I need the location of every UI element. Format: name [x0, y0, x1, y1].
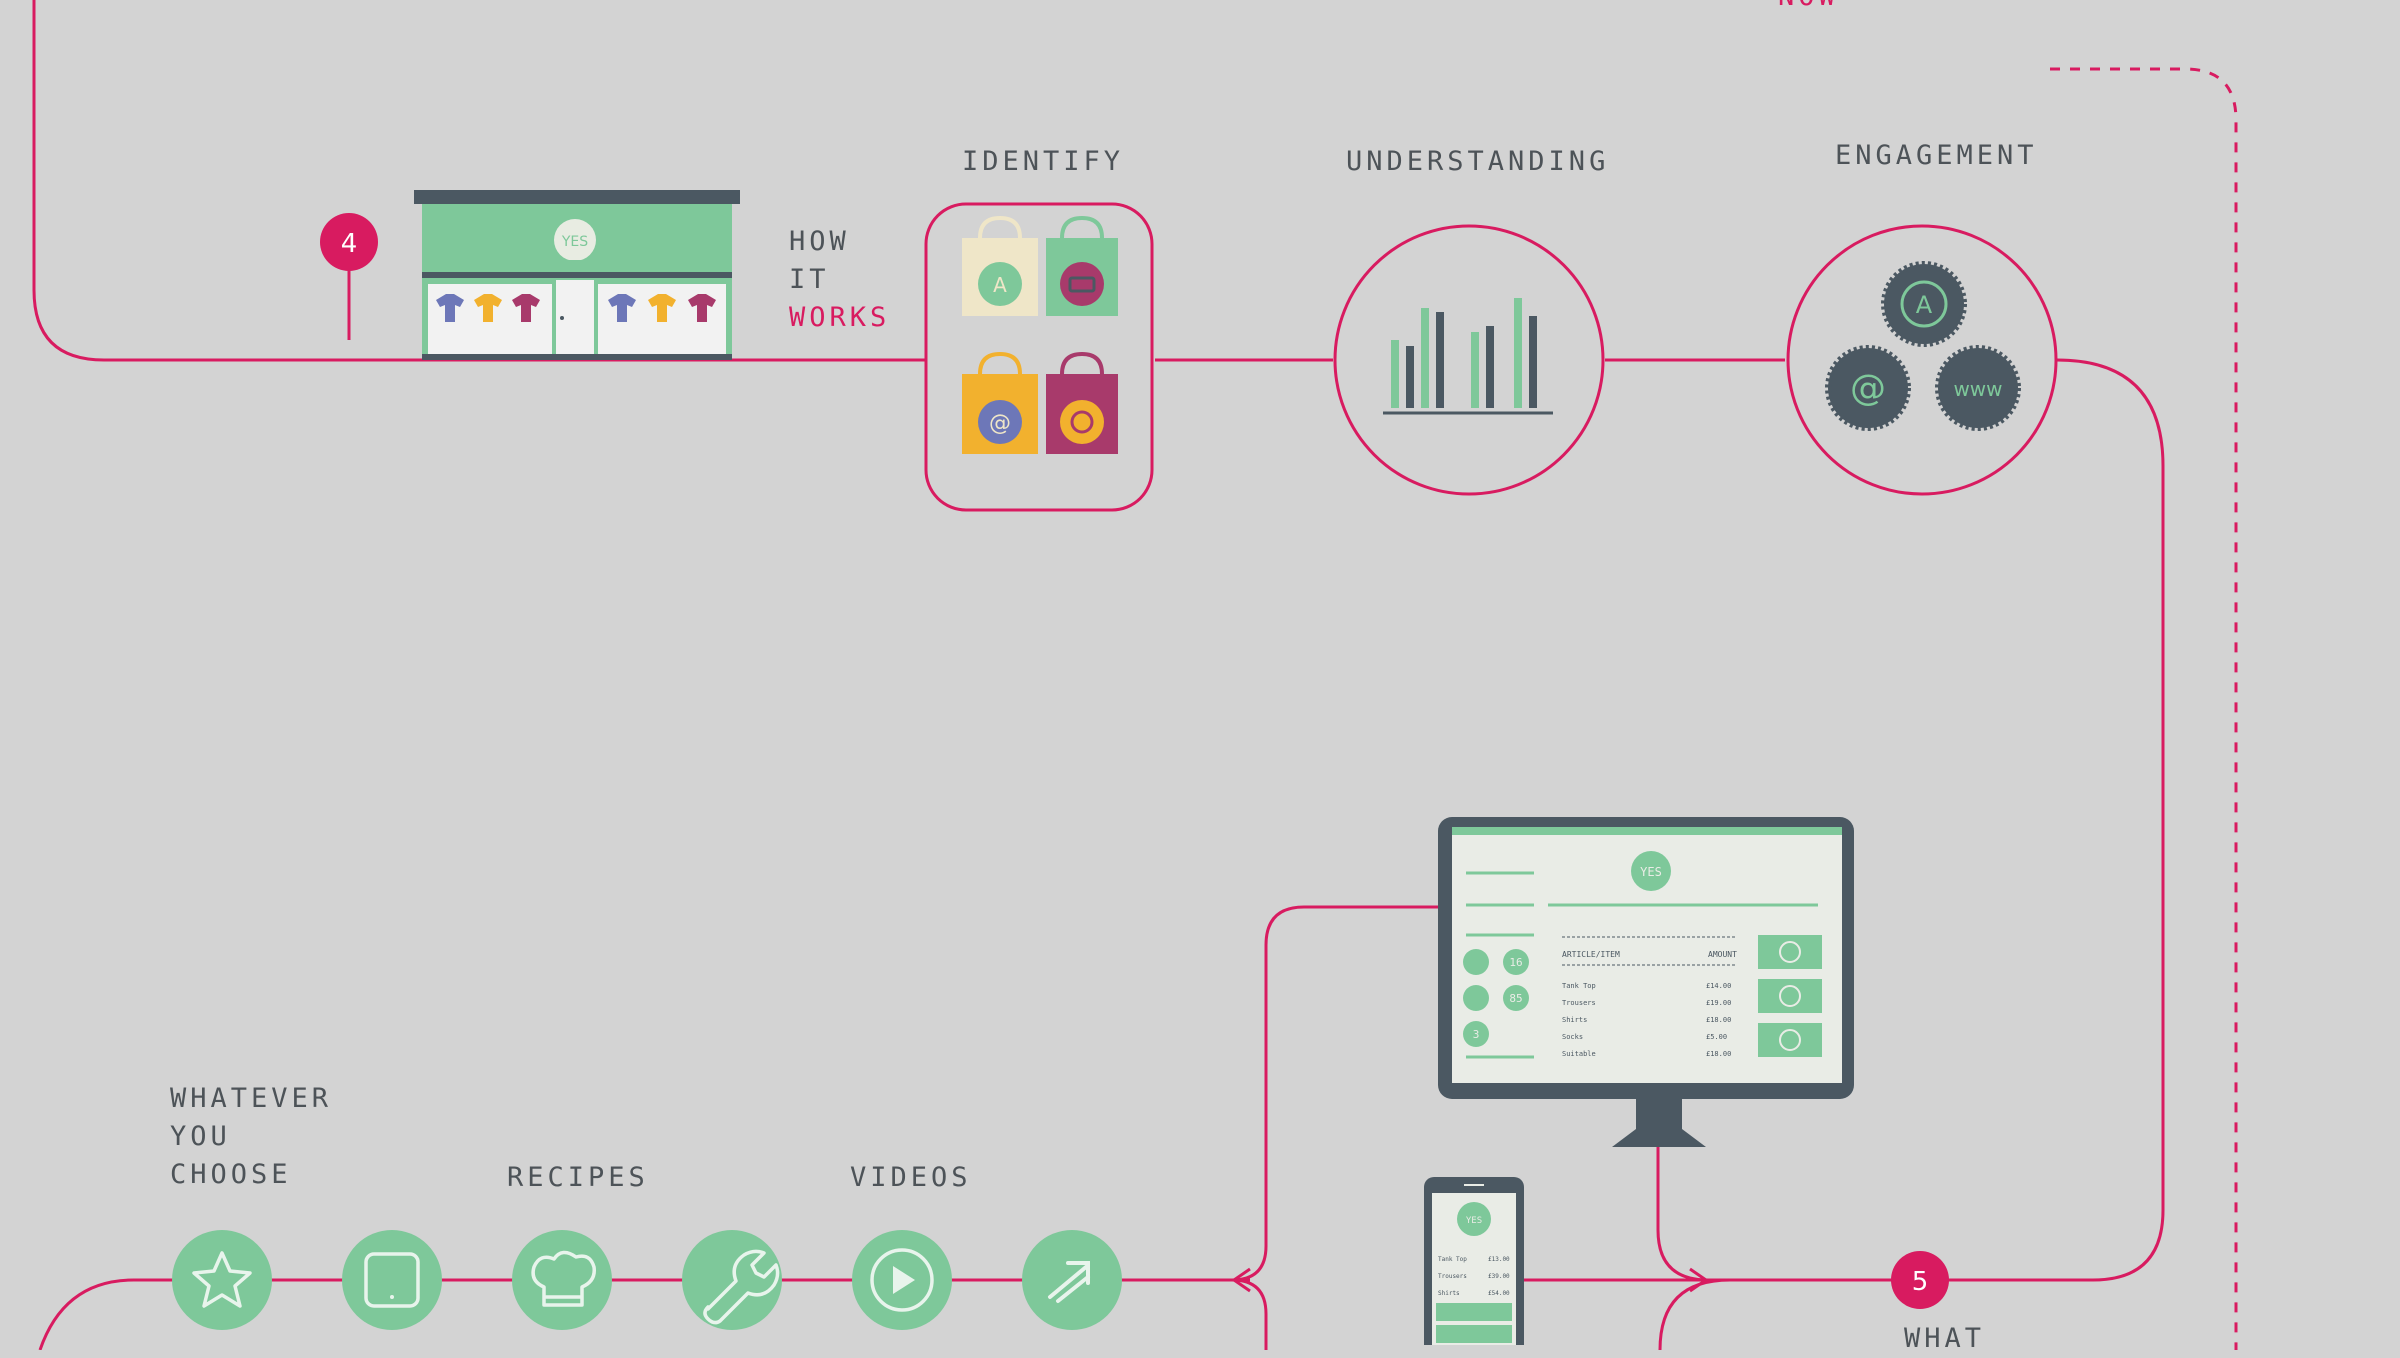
svg-text:A: A: [993, 273, 1007, 297]
wrench-icon: [682, 1230, 782, 1330]
understanding-label: UNDERSTANDING: [1346, 146, 1610, 177]
svg-text:@: @: [1850, 368, 1886, 409]
engagement-label: ENGAGEMENT: [1835, 140, 2038, 171]
tshirt-icons-left: [436, 294, 540, 322]
svg-text:Shirts: Shirts: [1438, 1290, 1460, 1297]
svg-text:ARTICLE/ITEM: ARTICLE/ITEM: [1562, 950, 1620, 959]
top-right-fragment-label: NOW: [1778, 0, 1839, 16]
svg-text:Socks: Socks: [1562, 1033, 1583, 1041]
engagement-node: A @ www: [1786, 224, 2058, 496]
svg-text:@: @: [989, 411, 1011, 436]
svg-text:YES: YES: [1466, 1216, 1482, 1226]
understanding-node: [1333, 224, 1605, 496]
route-line-bottom: [38, 1278, 1250, 1350]
arrow-icon: [1022, 1230, 1122, 1330]
bar-chart-icon: [1383, 298, 1553, 415]
svg-text:3: 3: [1473, 1028, 1480, 1041]
identify-node: A @: [924, 202, 1154, 512]
recipes-label: RECIPES: [507, 1162, 649, 1193]
svg-text:85: 85: [1509, 992, 1522, 1005]
whatever-line-1: WHATEVER: [170, 1083, 333, 1114]
route-line-arrow-head: [1689, 1267, 1709, 1293]
svg-text:£18.00: £18.00: [1706, 1016, 1731, 1024]
play-icon: [852, 1230, 952, 1330]
store-sign-text: YES: [561, 234, 588, 250]
step-4-number: 4: [341, 229, 358, 259]
store-icon: YES: [414, 190, 740, 360]
svg-text:www: www: [1953, 377, 2002, 401]
svg-text:Suitable: Suitable: [1562, 1050, 1596, 1058]
shopping-bags-icon: A @: [962, 215, 1118, 454]
videos-label: VIDEOS: [850, 1162, 972, 1193]
svg-text:£39.00: £39.00: [1488, 1273, 1510, 1280]
step-5-number: 5: [1912, 1267, 1929, 1297]
desktop-monitor: YES 16 85 3 ARTICLE/ITEM AMOUNT Tank Top…: [1438, 817, 1854, 1147]
route-line-step5-branch-down: [1658, 1278, 1731, 1350]
step-4-pin: 4: [320, 213, 378, 340]
svg-text:16: 16: [1509, 956, 1522, 969]
svg-text:AMOUNT: AMOUNT: [1708, 950, 1737, 959]
monitor-logo: YES: [1640, 865, 1662, 879]
svg-text:Trousers: Trousers: [1438, 1273, 1467, 1280]
svg-text:£54.00: £54.00: [1488, 1290, 1510, 1297]
mobile-phone: YES Tank Top £13.00 Trousers £39.00 Shir…: [1424, 1177, 1524, 1345]
step-5-marker: 5: [1891, 1251, 1949, 1309]
step-5-heading: WHAT: [1904, 1323, 1986, 1354]
svg-text:£5.00: £5.00: [1706, 1033, 1727, 1041]
route-line-arrow-head-left: [1231, 1267, 1251, 1293]
svg-text:£13.00: £13.00: [1488, 1256, 1510, 1263]
tablet-icon: [342, 1230, 442, 1330]
route-line-to-monitor: [1231, 905, 1440, 1282]
how-it-works-heading: HOW IT WORKS: [789, 223, 890, 337]
step-4-marker: [320, 213, 378, 271]
chef-hat-icon: [512, 1230, 612, 1330]
star-icon: [172, 1230, 272, 1330]
choice-icons-row: [172, 1230, 1122, 1330]
svg-text:£18.00: £18.00: [1706, 1050, 1731, 1058]
whatever-line-3: CHOOSE: [170, 1159, 292, 1190]
route-line-top: [32, 0, 925, 362]
route-line-monitor-to-step5: [1656, 1145, 1709, 1282]
how-it-works-line-3: WORKS: [789, 302, 891, 333]
svg-text:£19.00: £19.00: [1706, 999, 1731, 1007]
svg-text:Trousers: Trousers: [1562, 999, 1596, 1007]
identify-label: IDENTIFY: [962, 146, 1125, 177]
svg-text:£14.00: £14.00: [1706, 982, 1731, 990]
svg-text:Tank Top: Tank Top: [1438, 1256, 1467, 1263]
route-line-engagement-down: [1720, 358, 2165, 1282]
store-sign-badge: [554, 219, 596, 261]
dashed-route-line: [2050, 67, 2238, 1350]
svg-text:Tank Top: Tank Top: [1562, 982, 1596, 990]
how-it-works-line-1: HOW: [789, 226, 850, 257]
svg-text:A: A: [1916, 291, 1933, 319]
whatever-line-2: YOU: [170, 1121, 231, 1152]
whatever-you-choose-heading: WHATEVER YOU CHOOSE: [170, 1080, 332, 1194]
tshirt-icons-right: [608, 294, 716, 322]
how-it-works-line-2: IT: [789, 264, 830, 295]
svg-text:Shirts: Shirts: [1562, 1016, 1587, 1024]
route-line-bottom-branch-down: [1231, 1278, 1268, 1350]
engagement-badges-icon: A @ www: [1825, 261, 2021, 431]
